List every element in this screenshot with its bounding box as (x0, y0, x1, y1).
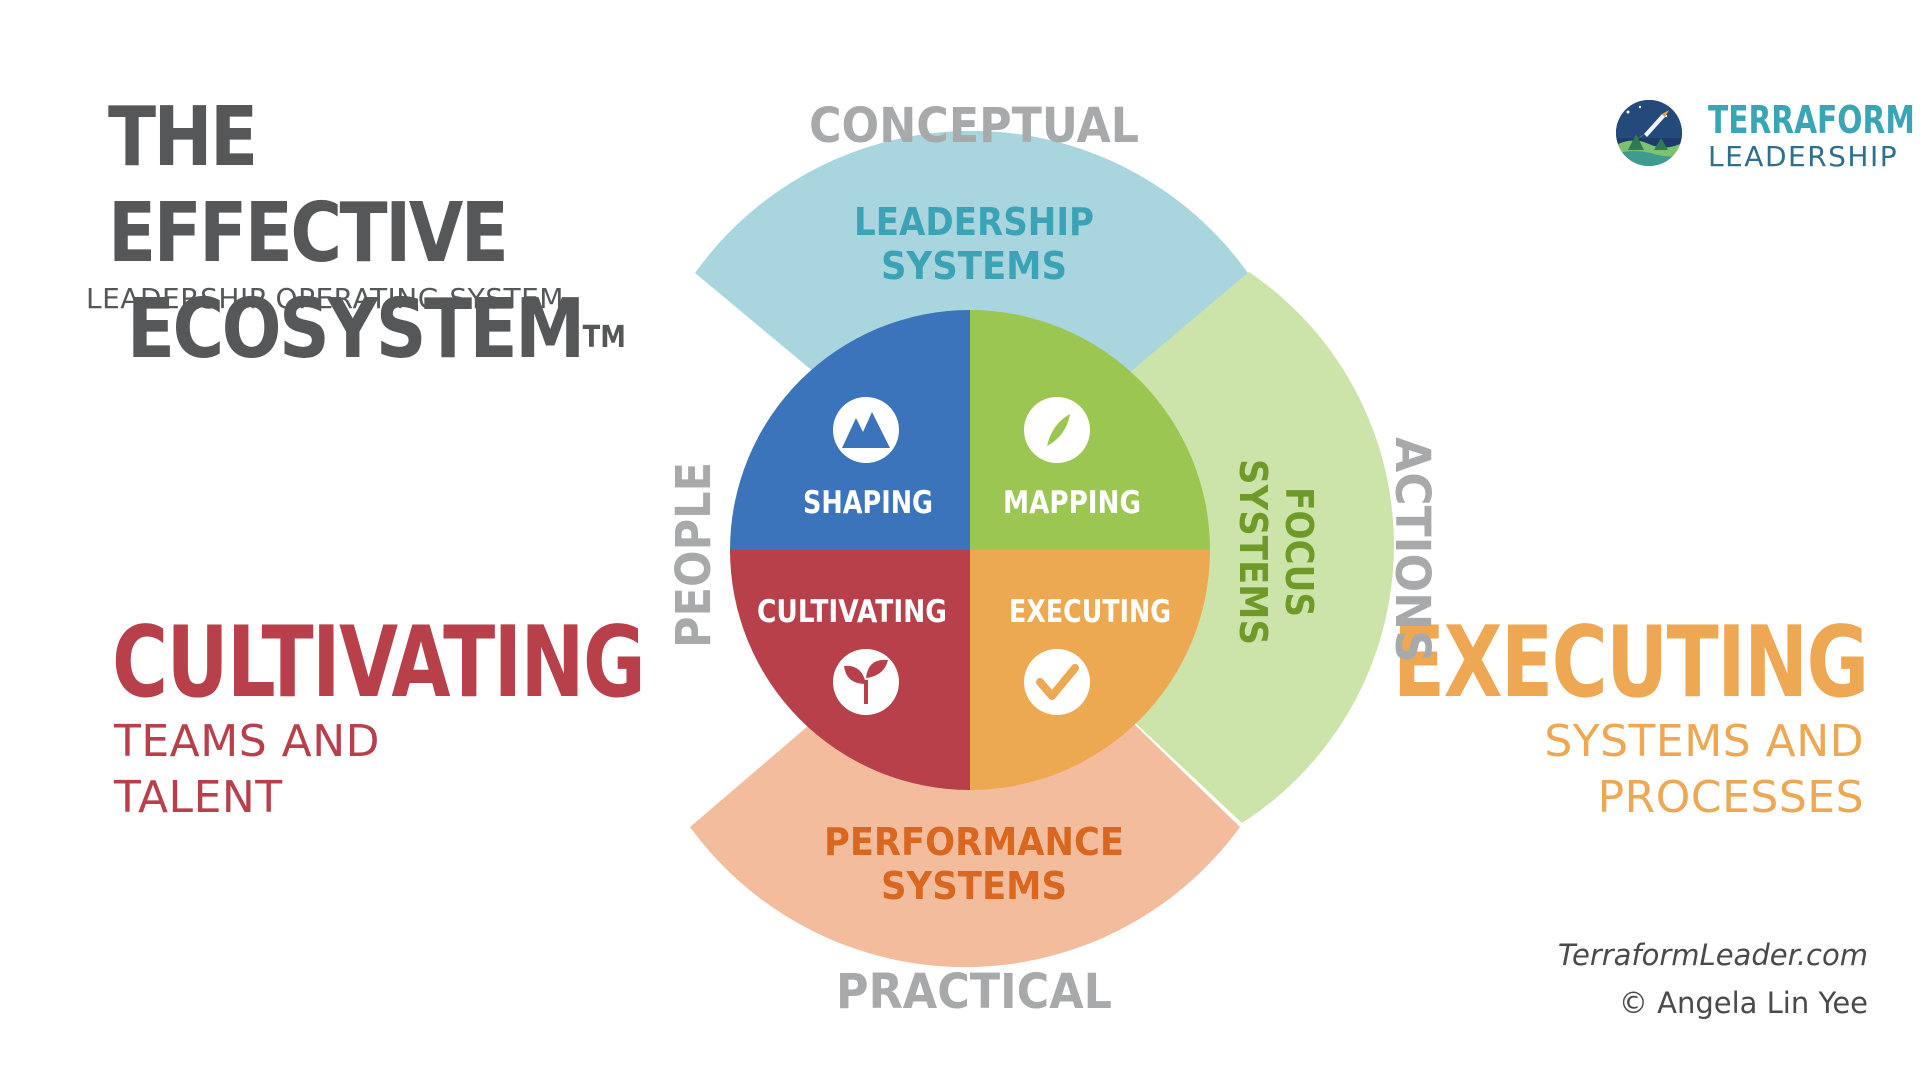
executing-subtext-line-1: SYSTEMS AND (1544, 716, 1864, 767)
quadrant-label-executing: EXECUTING (1009, 594, 1171, 630)
axis-label-practical: PRACTICAL (836, 964, 1112, 1020)
outer-label-leadership-line-2: SYSTEMS (881, 244, 1067, 288)
trademark-mark: TM (582, 320, 626, 355)
axis-label-actions: ACTIONS (1384, 437, 1440, 663)
title-line-2-text: ECOSYSTEM (126, 282, 585, 377)
sprout-icon (833, 649, 899, 715)
logo-text-terraform: TERRAFORM (1708, 98, 1915, 142)
axis-label-people: PEOPLE (666, 462, 722, 648)
outer-segment-performance-systems (690, 720, 1240, 968)
quadrant-executing (970, 550, 1210, 790)
check-icon (1024, 649, 1090, 715)
title-line-1: THE EFFECTIVE (108, 90, 509, 281)
outer-label-performance-line-1: PERFORMANCE (824, 820, 1124, 864)
axis-label-conceptual: CONCEPTUAL (809, 98, 1139, 154)
compass-icon (1024, 397, 1090, 463)
outer-label-focus-line-1: FOCUS (1277, 487, 1321, 617)
outer-label-performance-line-2: SYSTEMS (881, 864, 1067, 908)
terraform-logo-icon (1614, 98, 1684, 168)
diagram-subtitle: LEADERSHIP OPERATING SYSTEM (86, 282, 564, 315)
diagram-title: THE EFFECTIVE ECOSYSTEMTM (108, 90, 626, 378)
quadrant-label-shaping: SHAPING (803, 485, 933, 521)
outer-segment-leadership-systems (695, 130, 1248, 373)
quadrant-label-mapping: MAPPING (1003, 485, 1141, 521)
copyright-credit: © Angela Lin Yee (1618, 986, 1868, 1020)
outer-segment-focus-systems (1130, 272, 1394, 823)
cultivating-heading: CULTIVATING (112, 606, 646, 720)
logo-text-leadership: LEADERSHIP (1708, 140, 1899, 173)
mountain-icon (833, 397, 899, 463)
cultivating-subtext-line-1: TEAMS AND (114, 716, 381, 767)
cultivating-subtext: TEAMS AND TALENT (114, 714, 380, 826)
outer-label-focus-line-2: SYSTEMS (1231, 459, 1275, 645)
website-credit: TerraformLeader.com (1557, 938, 1868, 972)
executing-subtext: SYSTEMS AND PROCESSES (1544, 714, 1864, 826)
title-line-2: ECOSYSTEMTM (108, 282, 626, 378)
cultivating-subtext-line-2: TALENT (114, 772, 283, 823)
executing-heading: EXECUTING (1393, 606, 1869, 720)
quadrant-label-cultivating: CULTIVATING (757, 594, 947, 630)
executing-subtext-line-2: PROCESSES (1597, 772, 1864, 823)
outer-label-leadership-line-1: LEADERSHIP (854, 200, 1094, 244)
